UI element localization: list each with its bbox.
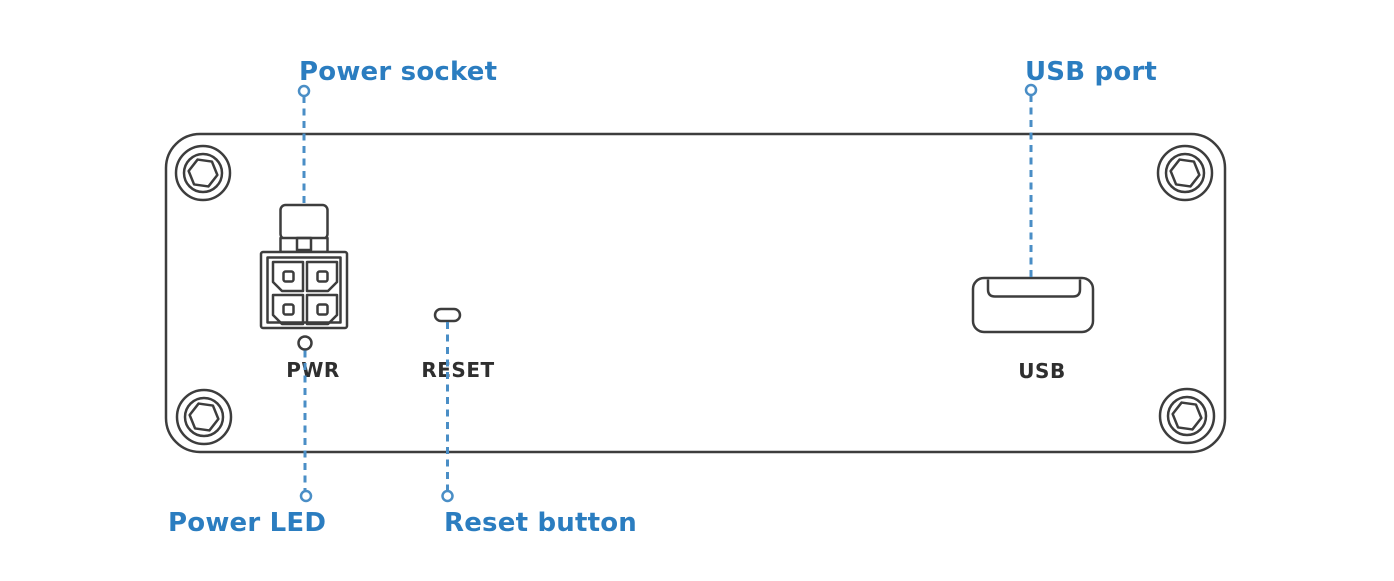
callout-label-power-socket: Power socket <box>299 57 497 87</box>
panel-label-pwr: PWR <box>286 358 340 382</box>
panel-label-usb: USB <box>1018 359 1065 383</box>
callout-label-reset-button: Reset button <box>444 508 637 538</box>
power-socket-pin-cell <box>305 293 339 326</box>
corner-screw-icon <box>174 144 232 202</box>
power-socket-pin-cell <box>305 260 339 293</box>
power-socket-drawing <box>259 203 349 330</box>
callout-marker-usb-port <box>1024 83 1038 97</box>
callout-marker-reset-button <box>441 489 454 503</box>
corner-screw-icon <box>1158 387 1216 445</box>
callout-marker-power-socket <box>297 84 311 98</box>
power-led-indicator <box>297 335 313 351</box>
corner-screw-icon <box>1156 144 1214 202</box>
device-panel-outline <box>164 132 1227 454</box>
corner-screw-icon <box>175 388 233 446</box>
power-socket-pin-cell <box>271 260 305 293</box>
callout-label-power-led: Power LED <box>168 508 326 538</box>
usb-port-drawing <box>971 276 1095 334</box>
callout-marker-power-led <box>299 489 313 503</box>
usb-port-tongue <box>986 279 1082 298</box>
power-socket-tab <box>279 203 329 241</box>
power-socket-latch <box>295 236 313 252</box>
reset-button-drawing <box>433 307 462 323</box>
panel-label-reset: RESET <box>421 358 494 382</box>
power-socket-pin-cell <box>271 293 305 326</box>
callout-label-usb-port: USB port <box>1025 57 1157 87</box>
